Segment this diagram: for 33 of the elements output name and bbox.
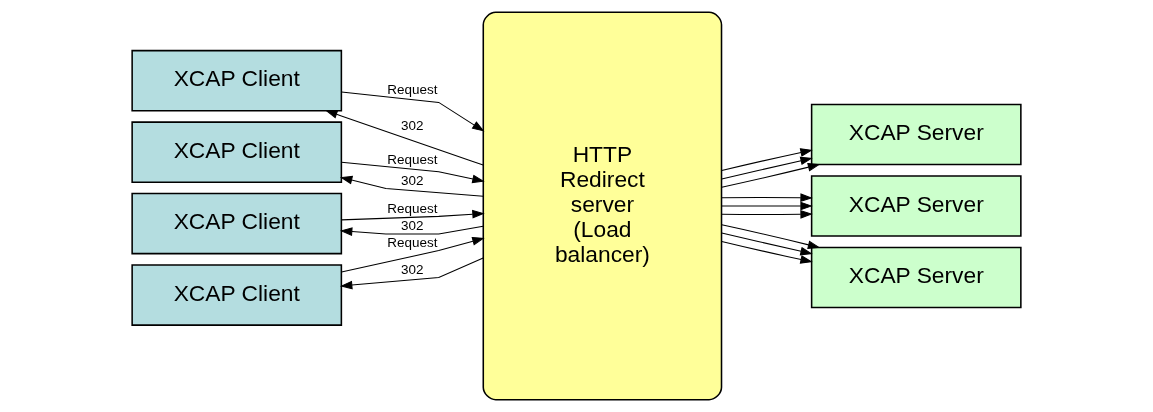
edge-label: Request <box>387 81 438 97</box>
edge-label: Request <box>387 200 438 216</box>
arrow <box>721 240 813 264</box>
node-box: XCAP Client <box>131 121 343 183</box>
arrow <box>339 257 484 290</box>
arrow <box>325 110 484 166</box>
arrow <box>341 209 485 221</box>
edge-label: 302 <box>401 117 424 133</box>
arrow <box>721 209 813 219</box>
edge-label: 302 <box>401 261 424 277</box>
arrow <box>721 163 821 188</box>
edge-label: 302 <box>401 172 424 188</box>
edge-label: Request <box>387 151 438 167</box>
node-box: XCAP Client <box>131 49 343 112</box>
arrow <box>721 201 813 211</box>
arrow <box>339 175 484 197</box>
arrow <box>341 237 485 273</box>
arrow <box>721 232 813 256</box>
arrow <box>341 161 485 184</box>
arrow <box>721 148 813 172</box>
arrow <box>721 224 821 249</box>
edge-label: 302 <box>401 218 424 234</box>
edge-label: Request <box>387 234 438 250</box>
arrow <box>721 156 813 180</box>
node-box: XCAP Client <box>131 264 343 326</box>
node-box: XCAP Server <box>810 175 1022 237</box>
arrow <box>721 193 813 203</box>
arrow <box>341 91 485 132</box>
arrow <box>339 225 484 236</box>
node-box: XCAP Client <box>131 192 343 255</box>
node-box: HTTP Redirect server (Load balancer) <box>482 11 723 401</box>
node-box: XCAP Server <box>810 246 1022 309</box>
node-box: XCAP Server <box>810 103 1022 166</box>
